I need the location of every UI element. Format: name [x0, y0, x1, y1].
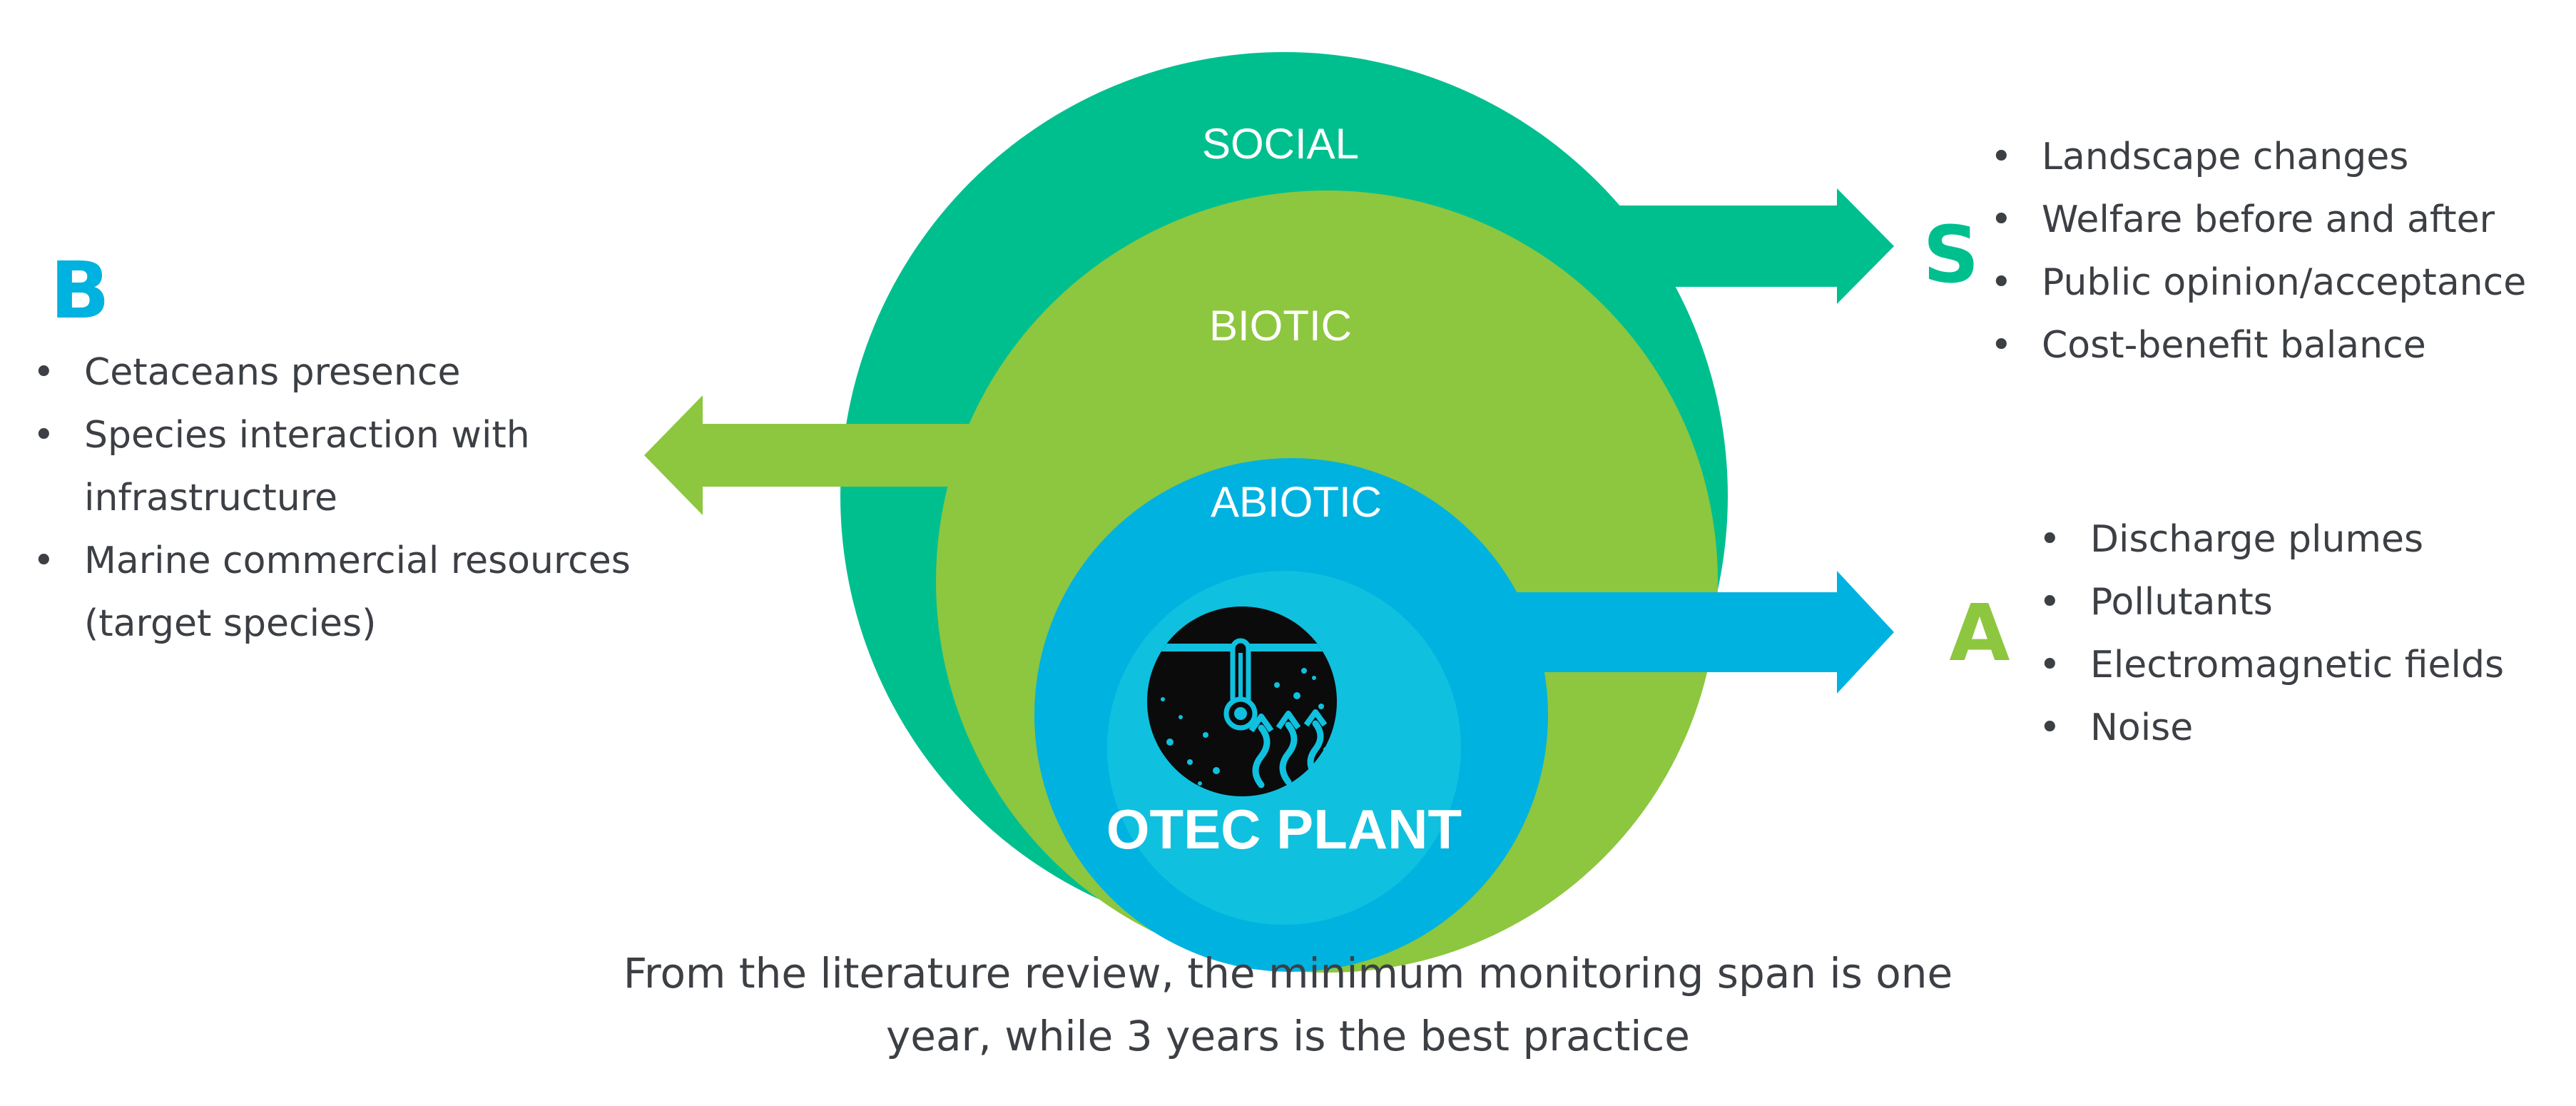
monitoring-span-caption: From the literature review, the minimum …: [0, 942, 2576, 1067]
caption-line-2: year, while 3 years is the best practice: [885, 1012, 1690, 1060]
social-item: Public opinion/acceptance: [1990, 251, 2526, 314]
social-label: SOCIAL: [1202, 120, 1359, 168]
abiotic-arrow: [1498, 571, 1894, 694]
abiotic-item: Discharge plumes: [2039, 508, 2504, 571]
social-item: Welfare before and after: [1990, 188, 2526, 251]
social-arrow: [1619, 188, 1894, 304]
abiotic-label: ABIOTIC: [1211, 478, 1382, 526]
caption-line-1: From the literature review, the minimum …: [623, 949, 1953, 998]
otec-plant-label: OTEC PLANT: [1106, 798, 1462, 861]
biotic-item-text: Species interaction with infrastructure: [84, 414, 530, 519]
biotic-letter: B: [50, 245, 110, 336]
social-item: Landscape changes: [1990, 126, 2526, 188]
biotic-item: Species interaction with infrastructure: [33, 404, 755, 529]
abiotic-list: Discharge plumes Pollutants Electromagne…: [2039, 508, 2504, 759]
abiotic-item: Noise: [2039, 696, 2504, 759]
social-item: Cost-benefit balance: [1990, 314, 2526, 377]
social-list: Landscape changes Welfare before and aft…: [1990, 126, 2526, 377]
biotic-item-text: Marine commercial resources (target spec…: [84, 539, 631, 645]
biotic-item: Cetaceans presence: [33, 341, 755, 404]
biotic-item: Marine commercial resources (target spec…: [33, 529, 755, 655]
biotic-list: Cetaceans presence Species interaction w…: [33, 341, 755, 655]
biotic-label: BIOTIC: [1209, 302, 1352, 350]
abiotic-item: Pollutants: [2039, 571, 2504, 634]
social-letter: S: [1923, 209, 1979, 300]
abiotic-item: Electromagnetic fields: [2039, 634, 2504, 696]
abiotic-letter: A: [1949, 587, 2010, 679]
ocean-thermal-icon: [1147, 607, 1337, 796]
